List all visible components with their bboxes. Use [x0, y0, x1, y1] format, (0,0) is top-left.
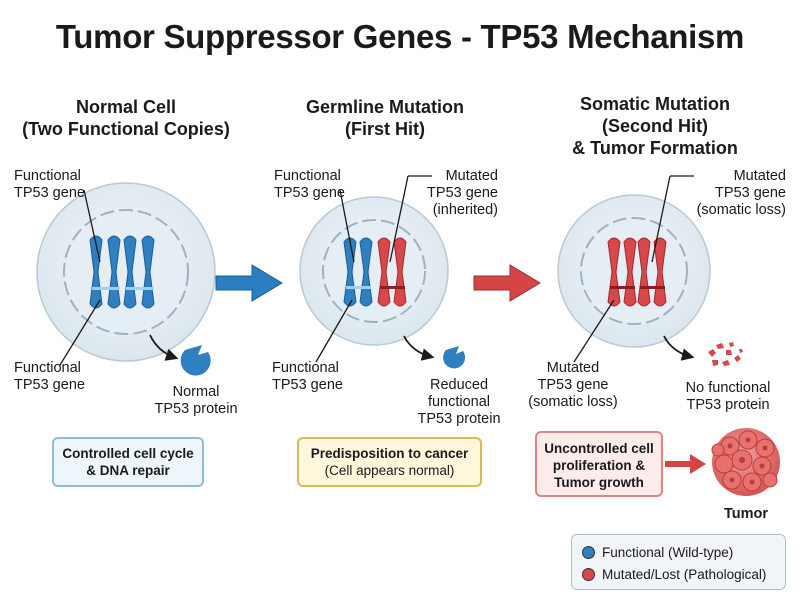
legend-swatch-blue [582, 545, 595, 559]
leader-line [573, 299, 615, 363]
panel-heading-somatic: Somatic Mutation (Second Hit) & Tumor Fo… [530, 93, 780, 159]
label-line: Reduced [429, 377, 489, 393]
label-line: TP53 gene [272, 377, 343, 393]
protein-degraded-icon [708, 342, 743, 366]
heading-line: Germline Mutation [305, 97, 464, 117]
box-line: Predisposition to cancer [310, 446, 469, 461]
heading-line: Normal Cell [75, 97, 177, 117]
cell-normal [36, 182, 216, 376]
label-mutated-gene-somatic-bottom: Mutated TP53 gene (somatic loss) [516, 360, 630, 411]
cell-somatic [557, 175, 743, 366]
chromosome-mutated [377, 237, 407, 307]
label-reduced-protein: Reduced functional TP53 protein [405, 377, 513, 428]
progression-arrow-blue [215, 264, 283, 302]
label-line: Mutated [733, 168, 786, 184]
label-functional-gene-bottom: Functional TP53 gene [14, 360, 114, 394]
outcome-box-somatic: Uncontrolled cell proliferation & Tumor … [535, 431, 663, 497]
legend-item-functional: Functional (Wild-type) [582, 543, 733, 561]
label-line: Functional [14, 168, 81, 184]
label-line: TP53 protein [686, 397, 770, 413]
leader-line [83, 189, 101, 263]
label-line: Mutated [546, 360, 600, 376]
tumor-arrow [665, 454, 706, 474]
nucleus [63, 209, 189, 335]
label-line: No functional [685, 380, 771, 396]
panel-heading-germline: Germline Mutation (First Hit) [265, 96, 505, 140]
leader-line [59, 299, 101, 366]
progression-arrow-red [473, 264, 541, 302]
leader-line [389, 175, 409, 263]
legend-label: Functional (Wild-type) [602, 544, 734, 560]
tumor-label: Tumor [723, 506, 769, 522]
legend-label: Mutated/Lost (Pathological) [602, 566, 767, 582]
label-line: TP53 protein [417, 411, 501, 427]
chromosome-mutated-1 [607, 237, 637, 307]
nucleus [580, 217, 688, 325]
label-line: TP53 gene [427, 185, 498, 201]
label-line: TP53 gene [14, 377, 85, 393]
outcome-box-germline: Predisposition to cancer (Cell appears n… [297, 437, 482, 487]
label-line: Mutated [445, 168, 498, 184]
heading-line: (Second Hit) [602, 116, 708, 136]
panel-heading-normal: Normal Cell (Two Functional Copies) [0, 96, 252, 140]
label-functional-gene-top: Functional TP53 gene [274, 168, 374, 202]
protein-arrow [403, 335, 435, 361]
label-line: TP53 protein [154, 401, 238, 417]
protein-normal-icon [180, 345, 211, 376]
label-normal-protein: Normal TP53 protein [140, 384, 252, 418]
legend-swatch-red [582, 567, 595, 581]
label-line: (inherited) [432, 202, 498, 218]
heading-line: & Tumor Formation [572, 138, 738, 158]
protein-arrow [149, 334, 179, 361]
label-line: TP53 gene [715, 185, 786, 201]
diagram-title: Tumor Suppressor Genes - TP53 Mechanism [55, 18, 745, 55]
label-line: (somatic loss) [528, 394, 618, 410]
heading-line: (First Hit) [345, 119, 425, 139]
protein-reduced-icon [443, 346, 466, 369]
label-line: Normal [172, 384, 220, 400]
label-line: functional [427, 394, 491, 410]
protein-arrow [663, 335, 695, 361]
label-line: Functional [14, 360, 81, 376]
box-line: proliferation & [552, 458, 646, 473]
chromosome-functional-2 [123, 235, 155, 309]
tumor-icon [711, 428, 780, 496]
label-line: TP53 gene [274, 185, 345, 201]
label-mutated-gene-inherited: Mutated TP53 gene (inherited) [398, 168, 498, 219]
chromosome-mutated-2 [637, 237, 667, 307]
label-no-protein: No functional TP53 protein [668, 380, 788, 414]
legend-item-mutated: Mutated/Lost (Pathological) [582, 565, 766, 583]
legend: Functional (Wild-type) Mutated/Lost (Pat… [571, 534, 786, 590]
chromosome-functional-1 [89, 235, 121, 309]
label-line: TP53 gene [537, 377, 609, 393]
cell-germline [299, 175, 466, 369]
heading-line: (Two Functional Copies) [22, 119, 230, 139]
label-line: Functional [272, 360, 339, 376]
leader-line [651, 175, 671, 263]
label-line: (somatic loss) [696, 202, 786, 218]
box-line: (Cell appears normal) [324, 463, 455, 478]
nucleus [322, 219, 426, 323]
heading-line: Somatic Mutation [579, 94, 730, 114]
leader-line [315, 299, 353, 363]
label-line: Functional [274, 168, 341, 184]
box-line: Controlled cell cycle [62, 446, 194, 461]
label-mutated-gene-somatic-top: Mutated TP53 gene (somatic loss) [672, 168, 786, 219]
leader-line [339, 189, 355, 263]
box-line: Uncontrolled cell [544, 441, 654, 456]
label-functional-gene-bottom: Functional TP53 gene [272, 360, 372, 394]
outcome-box-normal: Controlled cell cycle & DNA repair [52, 437, 204, 487]
box-line: Tumor growth [554, 475, 644, 490]
box-line: & DNA repair [86, 463, 170, 478]
label-functional-gene-top: Functional TP53 gene [14, 168, 114, 202]
label-line: TP53 gene [14, 185, 85, 201]
